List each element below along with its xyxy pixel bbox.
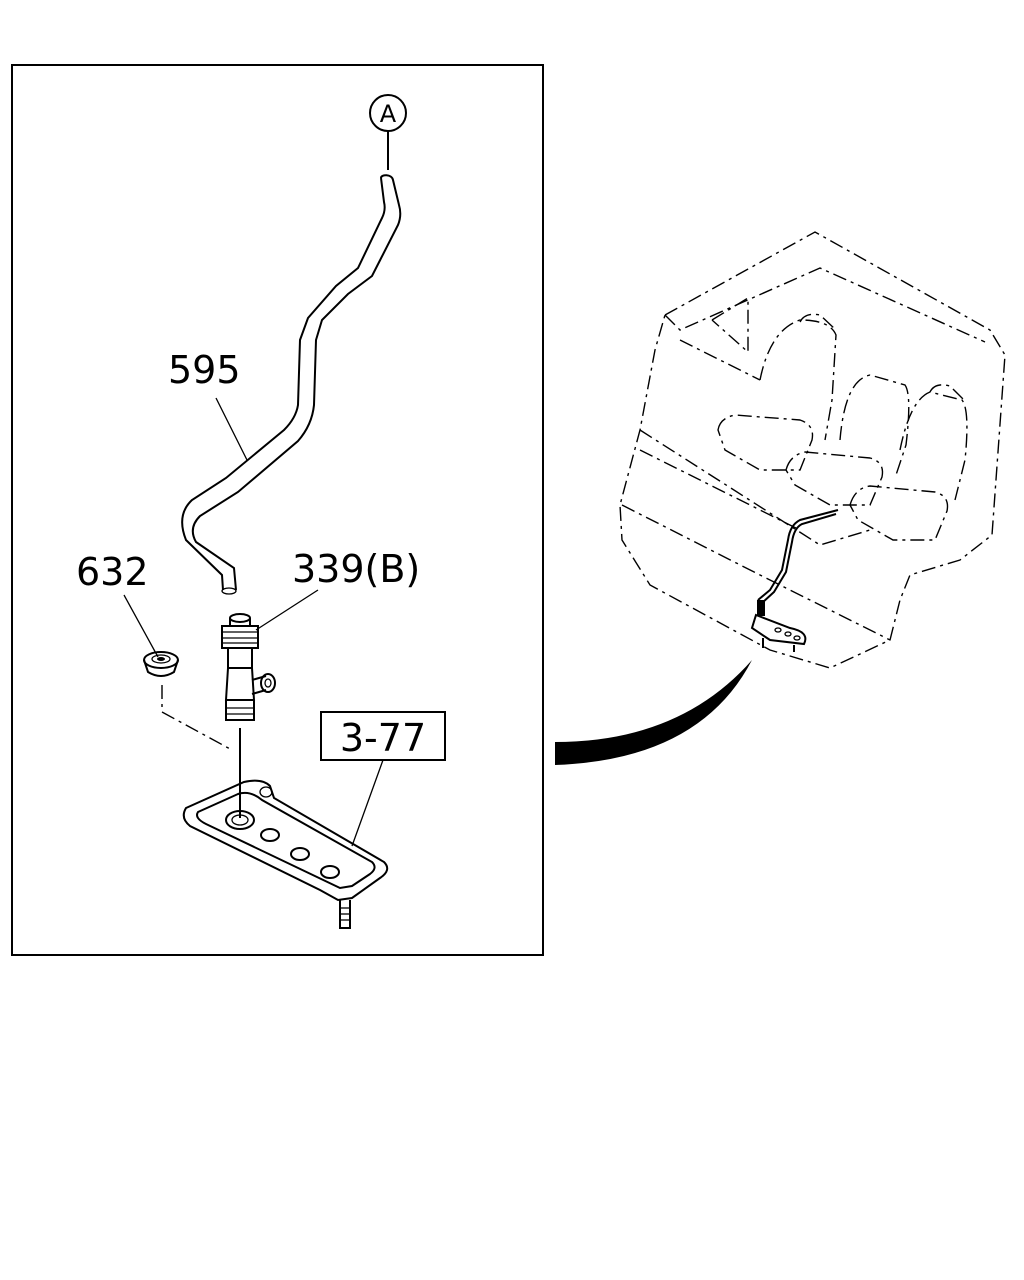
detail-frame — [11, 64, 544, 956]
location-arrow — [555, 660, 752, 765]
leader-339b — [255, 589, 319, 631]
grommet-632 — [143, 651, 179, 677]
leader-632 — [123, 594, 159, 658]
bracket-plate — [182, 779, 389, 929]
connector-a-marker: A — [369, 94, 407, 170]
callout-3-77: 3-77 — [340, 716, 426, 760]
assembly-line-grommet — [161, 685, 233, 751]
hose-595 — [181, 174, 402, 595]
callout-595: 595 — [168, 348, 241, 392]
leader-3-77 — [351, 759, 384, 847]
vehicle-cab-sketch — [619, 231, 1006, 669]
tee-joint-339b — [221, 613, 276, 818]
callout-339b: 339(B) — [292, 547, 420, 591]
callout-632: 632 — [76, 550, 149, 594]
leader-595 — [215, 397, 248, 461]
connector-a-label: A — [380, 100, 397, 128]
